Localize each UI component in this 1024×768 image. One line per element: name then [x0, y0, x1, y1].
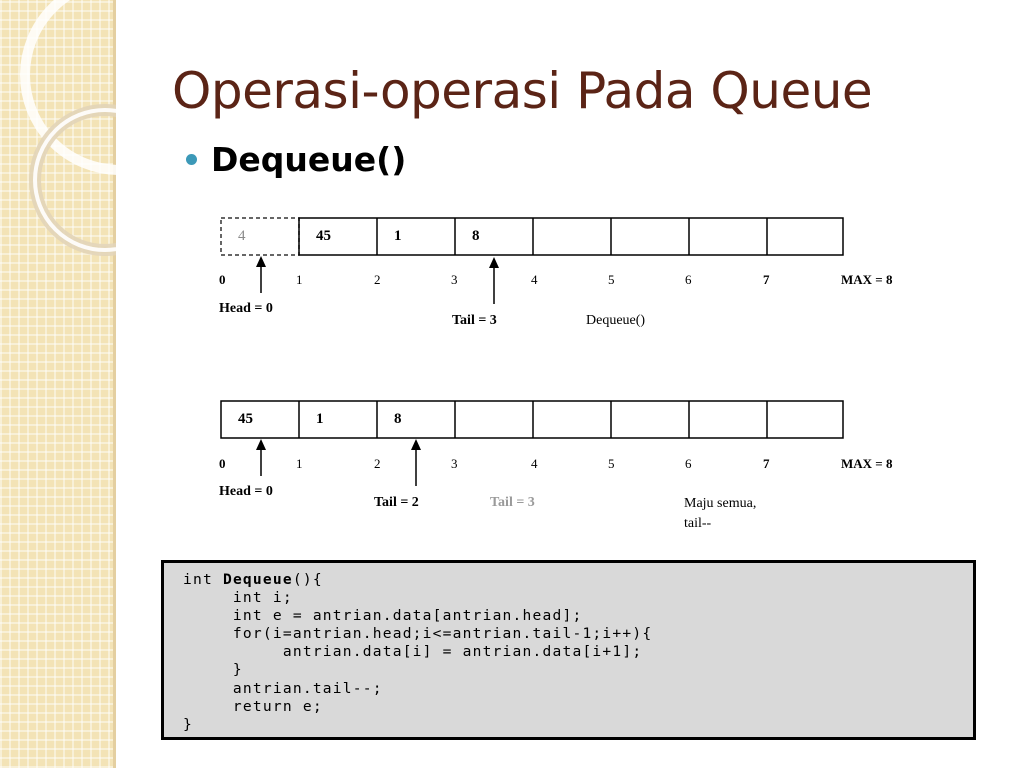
code-line: for(i=antrian.head;i<=antrian.tail-1;i++… [183, 625, 653, 643]
queue1-frame [298, 217, 844, 256]
queue2-head-label: Head = 0 [219, 484, 273, 499]
queue1-max-label: MAX = 8 [841, 272, 893, 287]
code-line: antrian.tail--; [183, 679, 383, 697]
queue1-index-0: 0 [219, 272, 226, 287]
queue-diagrams: 4 45 1 8 0 1 2 3 4 5 6 7 MAX = 8 Head = … [219, 217, 893, 531]
queue2-old-tail-label: Tail = 3 [490, 495, 535, 510]
queue-diagram-2: 45 1 8 0 1 2 3 4 5 6 7 MAX = 8 Head = 0 … [219, 400, 893, 531]
bullet-dot-icon [186, 154, 197, 165]
queue1-note: Dequeue() [586, 313, 645, 328]
queue2-max-label: MAX = 8 [841, 456, 893, 471]
code-line: int Dequeue(){ [183, 571, 973, 589]
queue2-index-6: 6 [685, 456, 692, 471]
queue1-value-0: 4 [238, 228, 246, 244]
queue1-value-1: 45 [316, 228, 331, 244]
code-line: } [183, 715, 193, 733]
decorative-rings [20, 0, 116, 256]
code-keyword: int [183, 571, 223, 588]
code-line: } [183, 661, 243, 679]
slide-title: Operasi-operasi Pada Queue [172, 62, 873, 120]
queue1-value-2: 1 [394, 228, 402, 244]
queue2-index-2: 2 [374, 456, 381, 471]
queue2-index-4: 4 [531, 456, 538, 471]
queue2-index-5: 5 [608, 456, 615, 471]
side-strip-edge [113, 0, 116, 768]
tail-arrow-icon [411, 439, 421, 486]
code-line: return e; [183, 697, 323, 715]
queue2-note-line2: tail-- [684, 516, 712, 531]
code-block: int Dequeue(){ int i; int e = antrian.da… [161, 560, 976, 740]
code-line: antrian.data[i] = antrian.data[i+1]; [183, 643, 643, 661]
queue2-index-3: 3 [451, 456, 458, 471]
tail-arrow-icon [489, 257, 499, 304]
queue2-index-7: 7 [763, 456, 770, 471]
queue1-index-2: 2 [374, 272, 381, 287]
code-punct: (){ [292, 571, 323, 588]
head-arrow-icon [256, 439, 266, 476]
queue2-frame [220, 400, 844, 439]
queue2-value-2: 8 [394, 411, 402, 427]
queue2-value-0: 45 [238, 411, 253, 427]
bullet-text: Dequeue() [211, 140, 407, 179]
queue2-index-1: 1 [296, 456, 303, 471]
queue1-tail-label: Tail = 3 [452, 313, 497, 328]
queue1-index-6: 6 [685, 272, 692, 287]
queue1-index-5: 5 [608, 272, 615, 287]
queue1-cell-0 [220, 217, 300, 256]
queue1-index-3: 3 [451, 272, 458, 287]
queue2-note-line1: Maju semua, [684, 496, 756, 511]
queue1-head-label: Head = 0 [219, 301, 273, 316]
bullet-item: Dequeue() [186, 140, 406, 179]
head-arrow-icon [256, 256, 266, 293]
queue1-index-4: 4 [531, 272, 538, 287]
queue1-index-7: 7 [763, 272, 770, 287]
queue2-value-1: 1 [316, 411, 324, 427]
queue1-value-3: 8 [472, 228, 480, 244]
queue2-tail-label: Tail = 2 [374, 495, 419, 510]
code-function-name: Dequeue [222, 571, 293, 588]
code-line: int i; [183, 589, 293, 607]
queue2-index-0: 0 [219, 456, 226, 471]
queue-diagram-1: 4 45 1 8 0 1 2 3 4 5 6 7 MAX = 8 Head = … [219, 217, 893, 328]
code-line: int e = antrian.data[antrian.head]; [183, 607, 583, 625]
queue1-index-1: 1 [296, 272, 303, 287]
